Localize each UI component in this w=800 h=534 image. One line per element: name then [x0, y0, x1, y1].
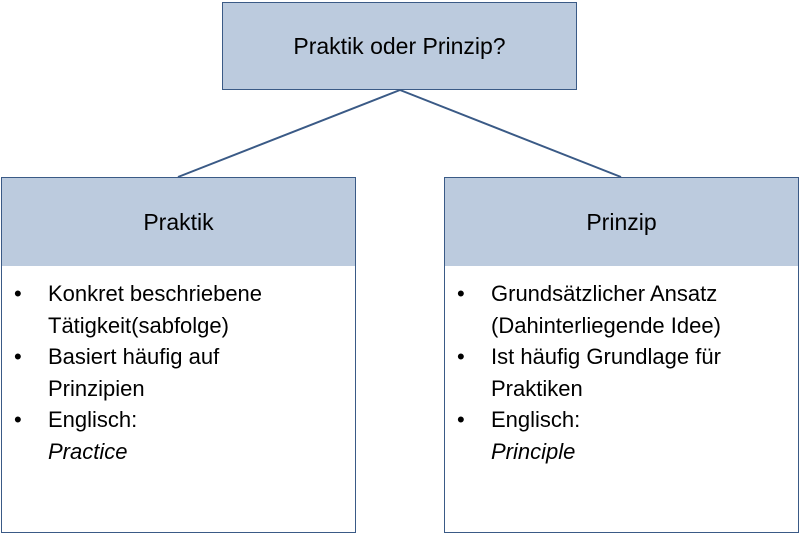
praktik-list: Konkret beschriebene Tätigkeit(sabfolge)…: [12, 278, 349, 467]
list-item: Englisch: Principle: [455, 404, 792, 467]
root-title: Praktik oder Prinzip?: [293, 32, 506, 59]
list-item: Basiert häufig auf Prinzipien: [12, 341, 349, 404]
english-term: Practice: [48, 438, 128, 464]
prinzip-header: Prinzip: [444, 177, 799, 267]
prinzip-body: Grundsätzlicher Ansatz (Dahinterliegende…: [444, 266, 799, 533]
connector-right: [399, 89, 622, 178]
root-node: Praktik oder Prinzip?: [222, 2, 577, 90]
connector-left: [177, 89, 401, 178]
praktik-body: Konkret beschriebene Tätigkeit(sabfolge)…: [1, 266, 356, 533]
list-item: Englisch: Practice: [12, 404, 349, 467]
prinzip-list: Grundsätzlicher Ansatz (Dahinterliegende…: [455, 278, 792, 467]
list-item: Grundsätzlicher Ansatz (Dahinterliegende…: [455, 278, 792, 341]
prinzip-title: Prinzip: [586, 208, 657, 235]
list-item: Konkret beschriebene Tätigkeit(sabfolge): [12, 278, 349, 341]
praktik-header: Praktik: [1, 177, 356, 267]
praktik-title: Praktik: [143, 208, 214, 235]
list-item: Ist häufig Grundlage für Praktiken: [455, 341, 792, 404]
english-term: Principle: [491, 438, 576, 464]
